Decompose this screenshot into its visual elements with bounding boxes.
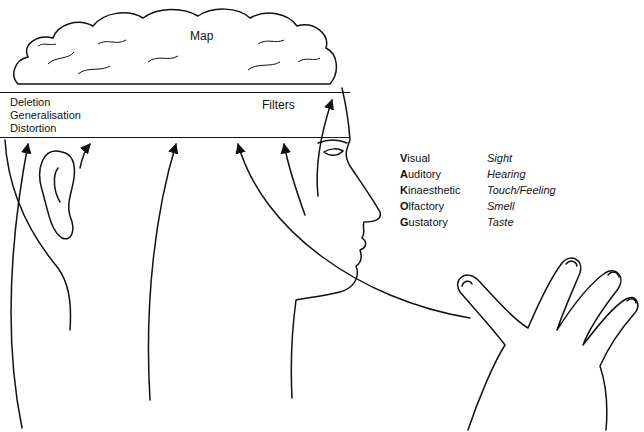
sense-name: Gustatory bbox=[400, 216, 448, 229]
sense-name: Olfactory bbox=[400, 200, 444, 213]
filter-name: Distortion bbox=[10, 122, 56, 135]
sense-name: Kinaesthetic bbox=[400, 184, 461, 197]
perception-arrow bbox=[11, 144, 28, 428]
brain-fold bbox=[98, 40, 126, 44]
band-label: Filters bbox=[262, 99, 295, 112]
brow bbox=[318, 140, 347, 143]
filter-name: Deletion bbox=[10, 96, 50, 109]
perception-arrow bbox=[317, 100, 332, 196]
brain-fold bbox=[38, 44, 56, 46]
fingernail bbox=[462, 281, 472, 286]
filter-name: Generalisation bbox=[10, 109, 81, 122]
perception-arrow bbox=[148, 144, 176, 400]
ear bbox=[40, 151, 75, 239]
ear-inner bbox=[54, 168, 60, 202]
sense-name: Auditory bbox=[400, 168, 441, 181]
sense-meaning: Hearing bbox=[487, 168, 526, 181]
brain-outline bbox=[14, 9, 336, 84]
fingernail bbox=[608, 272, 619, 277]
fingernail bbox=[627, 299, 636, 303]
perception-arrow bbox=[80, 144, 90, 168]
hand bbox=[458, 258, 638, 430]
map-label: Map bbox=[190, 30, 213, 43]
perception-arrow bbox=[238, 144, 470, 318]
fingernail bbox=[566, 261, 577, 266]
brain-fold bbox=[298, 58, 320, 62]
brain-fold bbox=[248, 62, 280, 70]
sense-name: Visual bbox=[400, 152, 430, 165]
filter-band: DeletionGeneralisationDistortion Filters bbox=[0, 92, 350, 138]
perception-arrow bbox=[284, 144, 305, 215]
brain-fold bbox=[258, 40, 284, 44]
brain-outline bbox=[8, 4, 342, 90]
sense-meaning: Touch/Feeling bbox=[487, 184, 556, 197]
brain-fold bbox=[148, 56, 178, 62]
sense-meaning: Taste bbox=[487, 216, 514, 229]
sense-meaning: Sight bbox=[487, 152, 512, 165]
brain-map: Map bbox=[8, 4, 342, 90]
eye bbox=[324, 149, 343, 155]
brain-fold bbox=[78, 66, 110, 74]
sense-meaning: Smell bbox=[487, 200, 515, 213]
brain-fold bbox=[48, 52, 74, 64]
